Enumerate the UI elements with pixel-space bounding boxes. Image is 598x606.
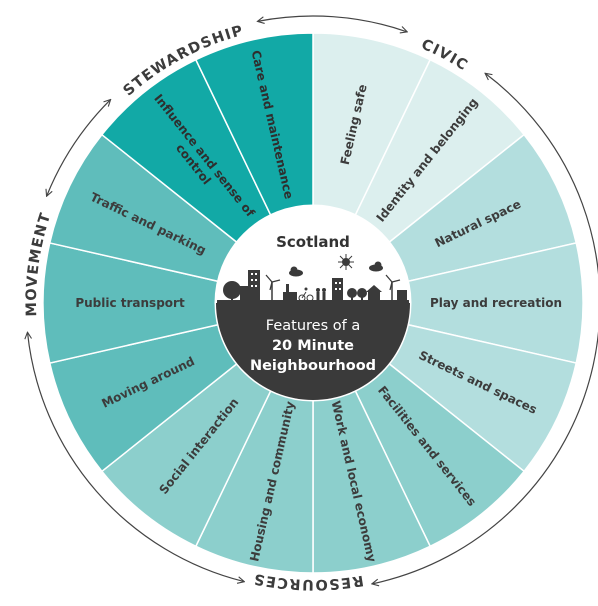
- segment-label: Public transport: [75, 296, 185, 310]
- center-title: Scotland: [276, 233, 350, 251]
- center-subtitle-line1: Features of a: [266, 318, 360, 334]
- wheel-segments: [42, 32, 584, 574]
- segment-label: Play and recreation: [430, 296, 562, 310]
- cycle-arrow: [373, 74, 598, 584]
- cycle-arrow: [28, 333, 244, 581]
- center-hub: Scotland: [214, 204, 412, 402]
- outer-cycle-ring: [28, 15, 598, 584]
- cycle-arrow: [47, 100, 110, 195]
- cycle-arrow: [258, 15, 406, 32]
- city-skyline-icon: [217, 254, 409, 305]
- center-subtitle-line3: Neighbourhood: [250, 358, 376, 374]
- center-dark-half: [216, 303, 410, 400]
- outer-label-resources: RESOURCES: [251, 570, 364, 592]
- center-subtitle-line2: 20 Minute: [272, 338, 354, 354]
